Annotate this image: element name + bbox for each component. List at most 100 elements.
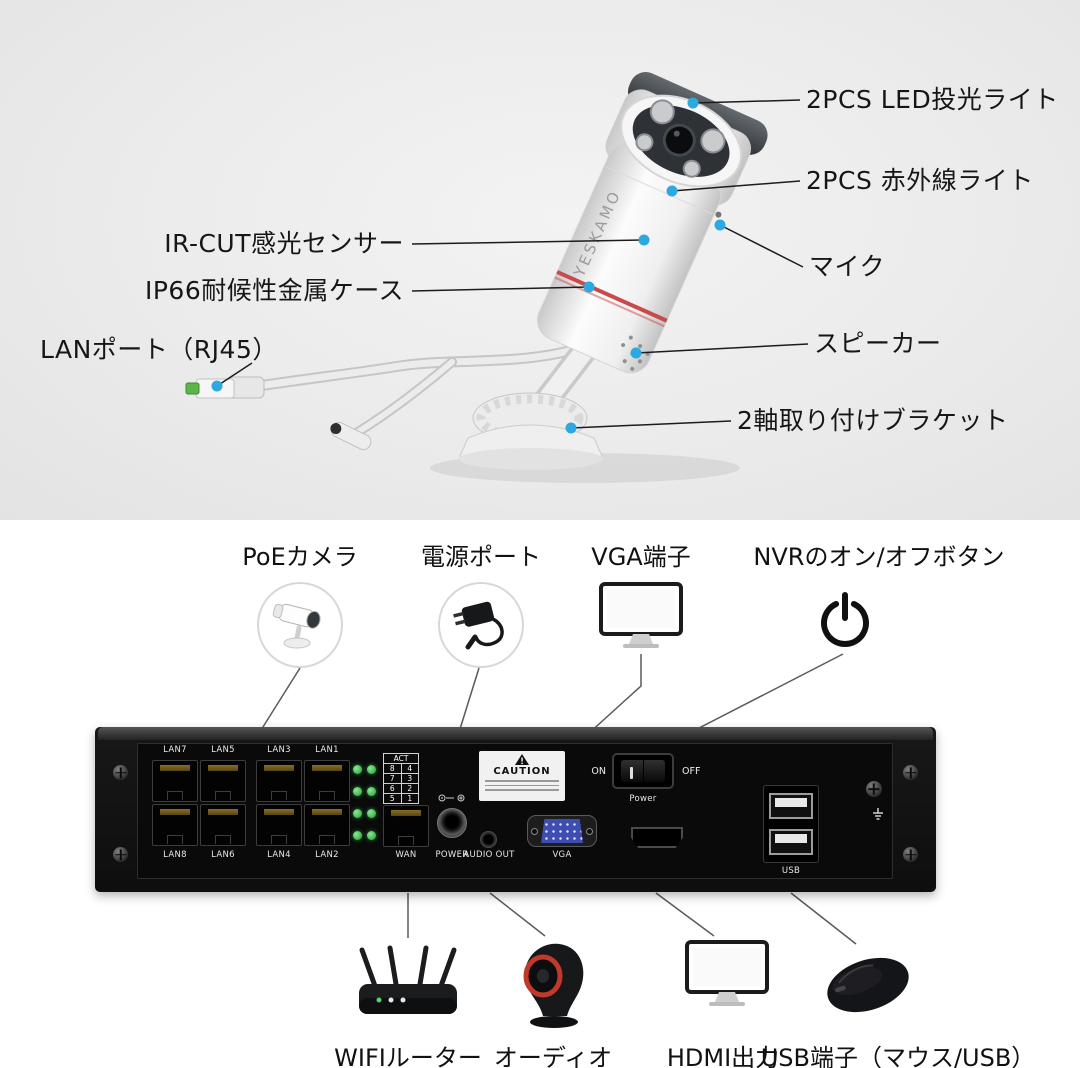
lens-face — [620, 94, 743, 188]
nvr-annotation-section: PoEカメラ 電源ポート VGA端子 NVRのオン/オフボタン — [0, 520, 1080, 1068]
callout-mic-label: マイク — [809, 252, 886, 281]
label-usb-mouse: USB端子（マウス/USB） — [760, 1044, 1036, 1068]
lan-port-4 — [256, 804, 302, 846]
mic-hole — [715, 211, 722, 218]
act-led — [367, 809, 376, 818]
label-vga-port: VGA端子 — [591, 543, 691, 571]
polarity-icon — [438, 794, 465, 802]
label-audio: オーディオ — [493, 1044, 613, 1068]
panel-screw — [903, 765, 918, 780]
poe-camera-badge — [257, 582, 343, 668]
usb-port-2 — [769, 829, 813, 855]
panel-screw — [113, 847, 128, 862]
lan1-label: LAN1 — [315, 745, 339, 755]
led-light — [700, 128, 726, 154]
switch-on-label: ON — [591, 766, 606, 777]
panel-screw — [113, 765, 128, 780]
lan-port-8 — [152, 804, 198, 846]
mounting-bracket — [459, 337, 603, 470]
power-adapter-badge — [438, 582, 524, 668]
camera-lens — [662, 123, 696, 157]
act-led — [367, 765, 376, 774]
lan7-label: LAN7 — [163, 745, 187, 755]
usb-ports — [763, 785, 819, 863]
switch-off-label: OFF — [682, 766, 701, 777]
lan-port-5 — [200, 760, 246, 802]
warning-triangle-icon — [515, 754, 529, 765]
camera-body: YESKAMO — [537, 72, 768, 374]
power-jack-port — [437, 808, 467, 838]
act-led — [367, 787, 376, 796]
vga-label: VGA — [552, 850, 572, 860]
usb-label: USB — [781, 866, 801, 876]
lan-port-6 — [200, 804, 246, 846]
camera-annotation-section: YESKAMO — [0, 0, 1080, 520]
act-led — [353, 765, 362, 774]
usb-mouse-icon — [827, 957, 909, 1013]
ir-light — [682, 159, 701, 178]
wan-port — [383, 805, 429, 847]
wifi-router-icon — [359, 945, 457, 1014]
camera-illustration: YESKAMO — [185, 72, 809, 483]
label-wifi-router: WIFIルーター — [334, 1044, 482, 1068]
nvr-rear-panel: LAN7 LAN5 LAN3 LAN1 LAN8 LAN6 LAN4 LAN2 — [95, 727, 936, 892]
lan3-label: LAN3 — [267, 745, 291, 755]
callout-ircut-sensor-label: IR-CUT感光センサー — [164, 229, 404, 258]
vga-screw — [531, 827, 538, 835]
nvr-top-face — [98, 727, 933, 740]
dc-power-connector — [330, 421, 372, 451]
lan-port-3 — [256, 760, 302, 802]
power-toggle-icon — [821, 592, 869, 648]
lan6-label: LAN6 — [211, 850, 235, 860]
poe-camera-icon — [272, 603, 321, 649]
ground-icon — [873, 808, 883, 820]
wan-label: WAN — [395, 850, 417, 860]
caution-sticker: CAUTION — [479, 751, 565, 801]
led-light — [649, 99, 675, 125]
usb-port-1 — [769, 793, 813, 819]
act-led — [367, 831, 376, 840]
callout-speaker-label: スピーカー — [814, 329, 942, 358]
vga-port — [527, 815, 597, 847]
power-adapter-icon — [453, 601, 504, 650]
callout-lan-port-label: LANポート（RJ45） — [40, 335, 278, 364]
act-header: ACT — [384, 754, 418, 764]
audio-out-jack — [480, 831, 497, 848]
label-hdmi-out: HDMI出力 — [666, 1044, 780, 1068]
audio-out-label: AUDIO OUT — [463, 850, 515, 860]
callout-ip66-case-label: IP66耐候性金属ケース — [144, 276, 404, 305]
vga-screw — [586, 827, 593, 835]
power-switch-label: Power — [629, 794, 657, 804]
callout-bracket-label: 2軸取り付けブラケット — [737, 406, 1009, 435]
power-switch — [612, 753, 674, 789]
lan-port-1 — [304, 760, 350, 802]
lan4-label: LAN4 — [267, 850, 291, 860]
lan-port-7 — [152, 760, 198, 802]
lan2-label: LAN2 — [315, 850, 339, 860]
panel-screw — [903, 847, 918, 862]
vga-connector — [541, 819, 583, 843]
callout-lines — [211, 97, 809, 434]
label-nvr-power-button: NVRのオン/オフボタン — [753, 543, 1005, 571]
label-poe-camera: PoEカメラ — [242, 543, 358, 571]
lan5-label: LAN5 — [211, 745, 235, 755]
act-led — [353, 831, 362, 840]
callout-led-lights-label: 2PCS LED投光ライト — [806, 85, 1059, 114]
hdmi-monitor-icon — [685, 940, 769, 1006]
caution-word: CAUTION — [493, 766, 551, 777]
hdmi-port — [631, 827, 683, 848]
callout-ir-lights-label: 2PCS 赤外線ライト — [806, 166, 1034, 195]
power-label: POWER — [435, 850, 469, 860]
red-ring-stripe — [556, 270, 668, 323]
ground-screw — [866, 781, 882, 797]
audio-speaker-icon — [523, 943, 584, 1028]
ir-light — [635, 133, 654, 152]
act-led — [353, 809, 362, 818]
lan8-label: LAN8 — [163, 850, 187, 860]
label-power-port: 電源ポート — [421, 543, 541, 571]
act-led — [353, 787, 362, 796]
lan-port-2 — [304, 804, 350, 846]
camera-cables — [240, 342, 586, 437]
